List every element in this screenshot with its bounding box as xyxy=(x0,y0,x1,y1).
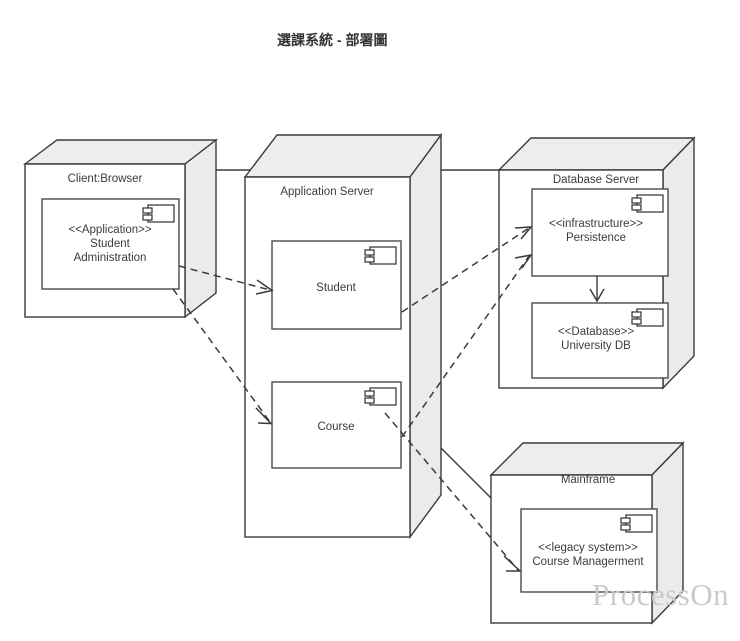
component-name-course-management: Course Managerment xyxy=(532,556,644,568)
component-university-db[interactable]: <<Database>> University DB xyxy=(531,302,669,379)
connection-student-to-persistence xyxy=(401,226,533,313)
processon-watermark: ProcessOn xyxy=(592,577,729,612)
component-name-university-db: University DB xyxy=(561,340,631,352)
component-student-administration[interactable]: <<Application>> Student Administration xyxy=(41,198,180,290)
component-stereotype-course-management: <<legacy system>> xyxy=(538,542,638,554)
component-course-management[interactable]: <<legacy system>> Course Managerment xyxy=(520,508,658,593)
component-stereotype-university-db: <<Database>> xyxy=(558,326,634,338)
component-icon xyxy=(364,246,397,265)
connection-studentadmin-to-course xyxy=(172,288,273,425)
component-name-course: Course xyxy=(317,421,354,433)
connection-persistence-to-university-db xyxy=(589,276,605,303)
connection-studentadmin-to-student xyxy=(178,265,274,295)
connection-course-to-persistence xyxy=(401,253,533,438)
page-title: 選課系統 - 部署圖 xyxy=(277,32,387,48)
component-icon xyxy=(631,308,664,327)
component-stereotype-persistence: <<infrastructure>> xyxy=(549,218,643,230)
component-course[interactable]: Course xyxy=(271,381,402,469)
component-stereotype-student-administration: <<Application>> xyxy=(68,224,151,236)
connection-course-to-course-management xyxy=(384,412,522,572)
component-icon xyxy=(631,194,664,213)
component-student[interactable]: Student xyxy=(271,240,402,330)
component-name-student: Student xyxy=(316,282,356,294)
connection-appserver-to-mainframe xyxy=(440,447,501,508)
node-database-server[interactable]: Database Server <<infrastructure>> Persi… xyxy=(497,136,696,390)
component-icon xyxy=(364,387,397,406)
component-name-student-administration-line2: Administration xyxy=(74,252,147,264)
node-client-browser[interactable]: Client:Browser <<Application>> Student A… xyxy=(22,138,219,319)
component-name-persistence: Persistence xyxy=(566,232,626,244)
node-label-mainframe: Mainframe xyxy=(561,474,615,486)
node-label-client-browser: Client:Browser xyxy=(68,173,143,185)
node-mainframe[interactable]: Mainframe <<legacy system>> Course Manag… xyxy=(489,441,685,625)
component-icon xyxy=(142,204,175,223)
node-label-database-server: Database Server xyxy=(553,174,639,186)
component-icon xyxy=(620,514,653,533)
node-application-server[interactable]: Application Server Student Course xyxy=(243,132,443,540)
component-persistence[interactable]: <<infrastructure>> Persistence xyxy=(531,188,669,277)
component-name-student-administration-line1: Student xyxy=(90,238,130,250)
node-label-application-server: Application Server xyxy=(280,186,373,198)
